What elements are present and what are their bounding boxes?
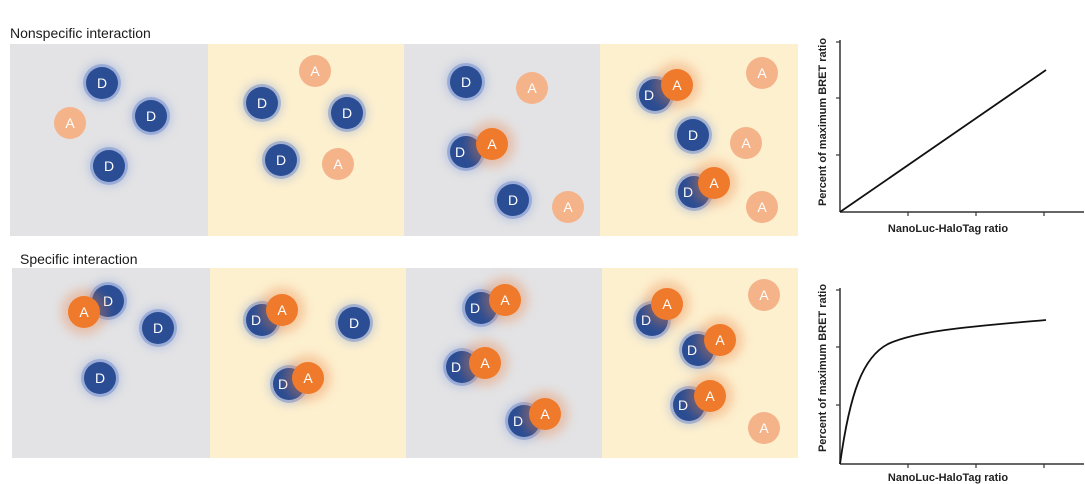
nonspecific-bret-graph: Percent of maximum BRET ratio NanoLuc-Ha… (808, 2, 1085, 242)
specific-title: Specific interaction (20, 251, 138, 267)
y-axis-label: Percent of maximum BRET ratio (817, 38, 829, 206)
acceptor-molecule-bound: A (476, 128, 508, 160)
acceptor-molecule: A (516, 72, 548, 104)
acceptor-molecule-bound: A (704, 324, 736, 356)
acceptor-molecule: A (730, 127, 762, 159)
acceptor-molecule-bound: A (694, 380, 726, 412)
x-axis-label: NanoLuc-HaloTag ratio (888, 472, 1008, 484)
y-axis-label: Percent of maximum BRET ratio (817, 284, 829, 452)
acceptor-molecule-bound: A (529, 398, 561, 430)
nonspecific-title: Nonspecific interaction (10, 25, 151, 41)
donor-molecule: D (142, 312, 174, 344)
acceptor-molecule-bound: A (292, 362, 324, 394)
acceptor-molecule-bound: A (661, 69, 693, 101)
specific-bret-graph: Percent of maximum BRET ratio NanoLuc-Ha… (808, 252, 1085, 484)
x-axis-label: NanoLuc-HaloTag ratio (888, 223, 1008, 235)
acceptor-molecule: A (746, 57, 778, 89)
donor-molecule: D (677, 119, 709, 151)
acceptor-molecule: A (299, 55, 331, 87)
donor-molecule: D (246, 87, 278, 119)
donor-molecule: D (338, 307, 370, 339)
saturating-curve (839, 319, 1047, 465)
donor-molecule: D (84, 362, 116, 394)
acceptor-molecule-bound: A (698, 167, 730, 199)
donor-molecule: D (450, 66, 482, 98)
donor-molecule: D (265, 144, 297, 176)
acceptor-molecule-bound: A (489, 284, 521, 316)
acceptor-molecule: A (748, 412, 780, 444)
donor-molecule: D (93, 150, 125, 182)
donor-molecule: D (497, 184, 529, 216)
acceptor-molecule: A (748, 279, 780, 311)
linear-curve (839, 69, 1047, 213)
donor-molecule: D (86, 67, 118, 99)
donor-molecule: D (331, 97, 363, 129)
acceptor-molecule: A (552, 191, 584, 223)
acceptor-molecule: A (746, 191, 778, 223)
acceptor-molecule: A (54, 107, 86, 139)
donor-molecule: D (450, 136, 482, 168)
acceptor-molecule-bound: A (469, 347, 501, 379)
acceptor-molecule-bound: A (651, 288, 683, 320)
acceptor-molecule: A (322, 148, 354, 180)
acceptor-molecule-bound: A (68, 296, 100, 328)
acceptor-molecule-bound: A (266, 294, 298, 326)
donor-molecule: D (135, 100, 167, 132)
